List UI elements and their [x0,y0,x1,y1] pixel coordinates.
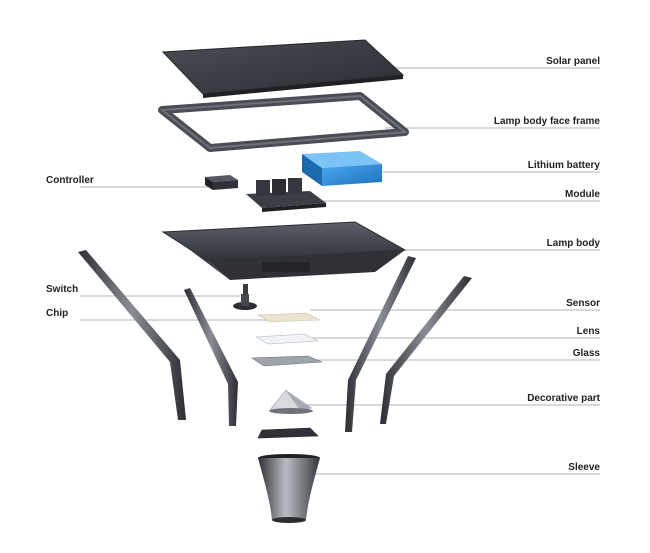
label-chip: Chip [46,308,69,319]
label-lamp-body: Lamp body [546,238,600,249]
label-lithium-battery: Lithium battery [527,160,600,171]
label-switch: Switch [46,284,79,295]
label-decorative-part: Decorative part [527,393,600,404]
label-controller: Controller [46,175,94,186]
label-module: Module [565,189,600,200]
label-glass: Glass [572,348,600,359]
module-part [246,178,326,212]
lamp-body-part [161,221,407,280]
solar-panel-part [161,39,405,95]
decorative-part [269,389,313,414]
label-sensor: Sensor [566,298,600,309]
ring-part [257,427,319,439]
lithium-battery-part [302,151,382,186]
label-face-frame: Lamp body face frame [493,116,600,127]
switch-part [233,284,257,310]
sleeve-part [258,454,320,523]
sensor-part [256,312,321,323]
controller-part [205,175,238,190]
lens-part [254,333,320,345]
label-lens: Lens [576,326,600,337]
label-solar-panel: Solar panel [546,56,600,67]
face-frame-part [158,92,409,152]
support-arms [78,250,472,432]
solar-panel-edge [203,75,403,98]
glass-part [251,355,323,367]
label-sleeve: Sleeve [568,462,600,473]
